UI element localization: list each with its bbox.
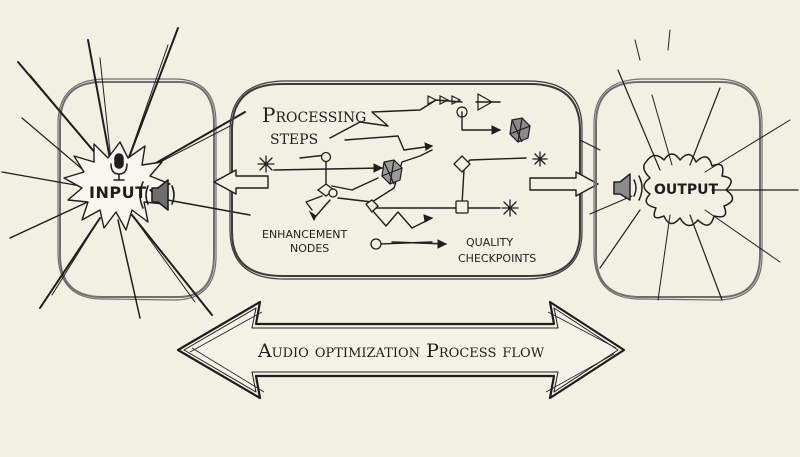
process-flow-double-arrow bbox=[176, 300, 626, 400]
main-flow-line bbox=[273, 167, 383, 171]
arrow-icon-right bbox=[529, 171, 599, 197]
enhancement-label-line2: NODES bbox=[290, 242, 329, 255]
quality-label-line2: CHECKPOINTS bbox=[458, 252, 536, 265]
output-sound-wave bbox=[643, 153, 734, 227]
hexagon-node-icon-2 bbox=[509, 117, 531, 143]
signal-arrows-top bbox=[427, 92, 494, 118]
processing-panel bbox=[229, 80, 583, 280]
input-label: INPUT bbox=[89, 183, 146, 202]
microphone-icon bbox=[110, 153, 128, 181]
small-nodes bbox=[316, 151, 471, 250]
output-panel bbox=[593, 78, 763, 301]
arrow-icon-left bbox=[213, 169, 269, 195]
flow-label: Audio optimization Process flow bbox=[257, 340, 545, 362]
star-spark-icon bbox=[257, 151, 548, 217]
input-speaker-icon bbox=[139, 179, 175, 211]
processing-title-line2: steps bbox=[270, 125, 318, 149]
output-label: OUTPUT bbox=[654, 182, 718, 198]
processing-title-line1: Processing bbox=[262, 103, 366, 127]
quality-label-line1: QUALITY bbox=[466, 236, 513, 249]
input-panel bbox=[57, 78, 217, 301]
hexagon-node-icon bbox=[381, 159, 403, 185]
enhancement-label-line1: ENHANCEMENT bbox=[262, 228, 348, 241]
output-speaker-icon bbox=[613, 173, 643, 201]
network-arrowheads bbox=[308, 125, 502, 249]
